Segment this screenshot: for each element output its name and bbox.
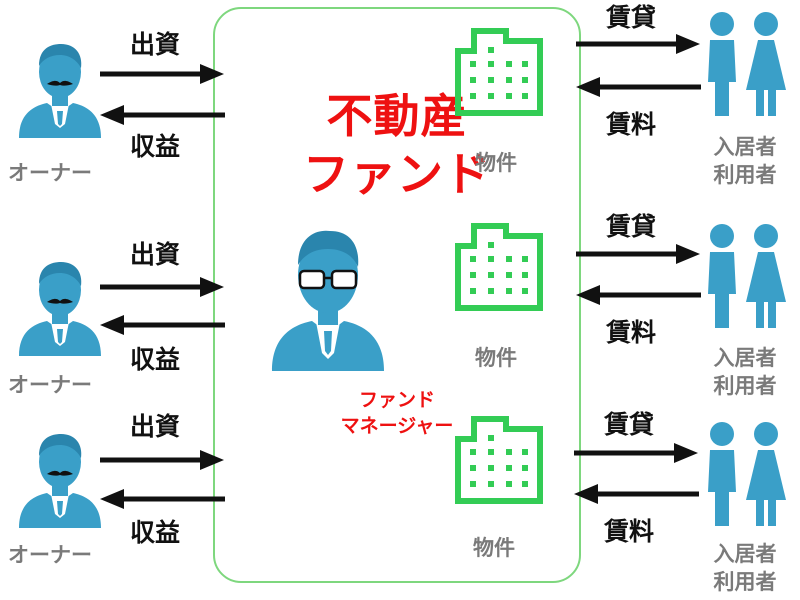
tenant-label-line1: 入居者	[713, 135, 777, 159]
tenant-label-line2: 利用者	[713, 570, 777, 594]
return-arrow	[100, 489, 225, 509]
invest-arrow	[100, 450, 224, 470]
building-icon	[454, 27, 544, 117]
rent-label: 賃料	[606, 110, 657, 139]
invest-label: 出資	[130, 30, 181, 59]
rent-arrow	[576, 77, 701, 97]
manager-label-line1: ファンド	[358, 389, 435, 411]
invest-arrow	[100, 277, 224, 297]
return-label: 収益	[130, 518, 181, 547]
owner-label: オーナー	[8, 161, 92, 185]
lease-arrow	[576, 244, 700, 264]
tenant-icon	[700, 420, 790, 530]
invest-label: 出資	[130, 412, 181, 441]
tenant-label-line2: 利用者	[713, 374, 777, 398]
lease-label: 賃貸	[606, 3, 657, 32]
lease-label: 賃貸	[604, 410, 655, 439]
owner-label: オーナー	[8, 373, 92, 397]
rent-label: 賃料	[604, 517, 655, 546]
lease-label: 賃貸	[606, 212, 657, 241]
owner-icon	[15, 430, 105, 530]
rent-arrow	[576, 285, 701, 305]
property-label: 物件	[473, 536, 515, 560]
tenant-label-line1: 入居者	[713, 542, 777, 566]
lease-arrow	[576, 34, 700, 54]
rent-arrow	[574, 484, 699, 504]
tenant-label-line1: 入居者	[713, 346, 777, 370]
owner-icon	[15, 40, 105, 140]
fund-title-line1: 不動産	[326, 89, 468, 143]
owner-icon	[15, 258, 105, 358]
property-label: 物件	[475, 151, 517, 175]
building-icon	[454, 415, 544, 505]
return-label: 収益	[130, 345, 181, 374]
invest-arrow	[100, 64, 224, 84]
return-arrow	[100, 105, 225, 125]
tenant-icon	[700, 10, 790, 120]
tenant-icon	[700, 222, 790, 332]
fund-title-line2: ファンド	[303, 147, 491, 201]
fund-manager-icon	[272, 230, 384, 371]
tenant-label-line2: 利用者	[713, 163, 777, 187]
lease-arrow	[574, 443, 698, 463]
property-label: 物件	[475, 346, 517, 370]
return-label: 収益	[130, 132, 181, 161]
building-icon	[454, 222, 544, 312]
return-arrow	[100, 315, 225, 335]
invest-label: 出資	[130, 240, 181, 269]
manager-label-line2: マネージャー	[340, 415, 454, 437]
owner-label: オーナー	[8, 543, 92, 567]
rent-label: 賃料	[606, 318, 657, 347]
